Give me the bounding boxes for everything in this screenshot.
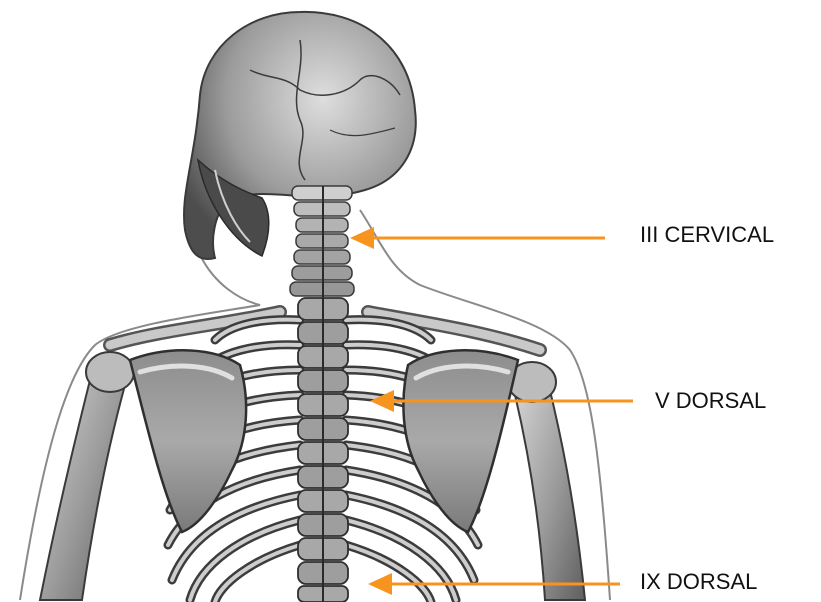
- skeleton-illustration: [20, 12, 610, 602]
- arrow-left-icon: [350, 227, 374, 249]
- label-v-dorsal: V DORSAL: [655, 388, 766, 414]
- label-iii-cervical: III CERVICAL: [640, 222, 774, 248]
- arrow-cervical: [350, 227, 605, 249]
- label-ix-dorsal: IX DORSAL: [640, 569, 757, 595]
- arrow-left-icon: [368, 573, 392, 595]
